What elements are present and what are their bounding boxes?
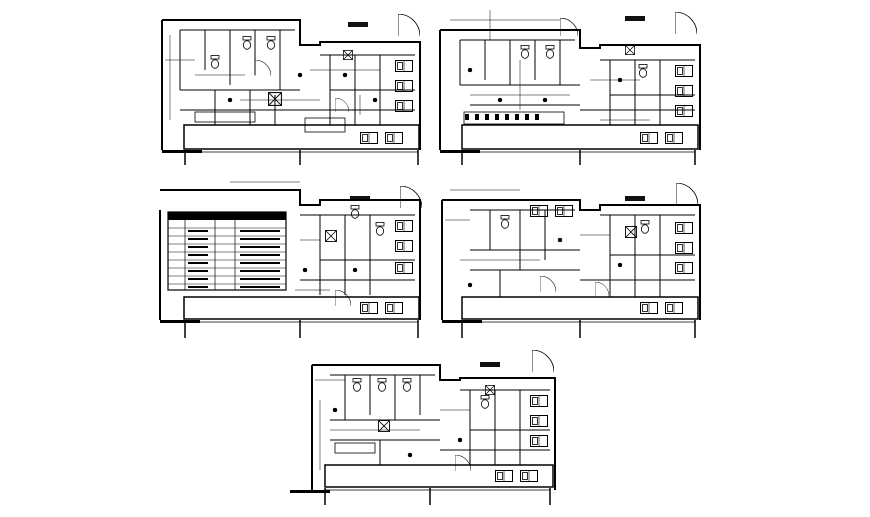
- plan-title-tag: [625, 16, 645, 21]
- floor-plan-4: [441, 183, 701, 338]
- equipment-schedule-table: [167, 211, 287, 291]
- floor-plan-1: [161, 14, 421, 165]
- plan-title-tag: [348, 22, 368, 27]
- plan-title-tag: [625, 196, 645, 201]
- floor-plan-2: [439, 10, 701, 165]
- plan-title-tag: [350, 196, 370, 201]
- plan-title-tag: [480, 362, 500, 367]
- floor-plan-5: [290, 350, 556, 505]
- floor-plan-3: [159, 181, 422, 338]
